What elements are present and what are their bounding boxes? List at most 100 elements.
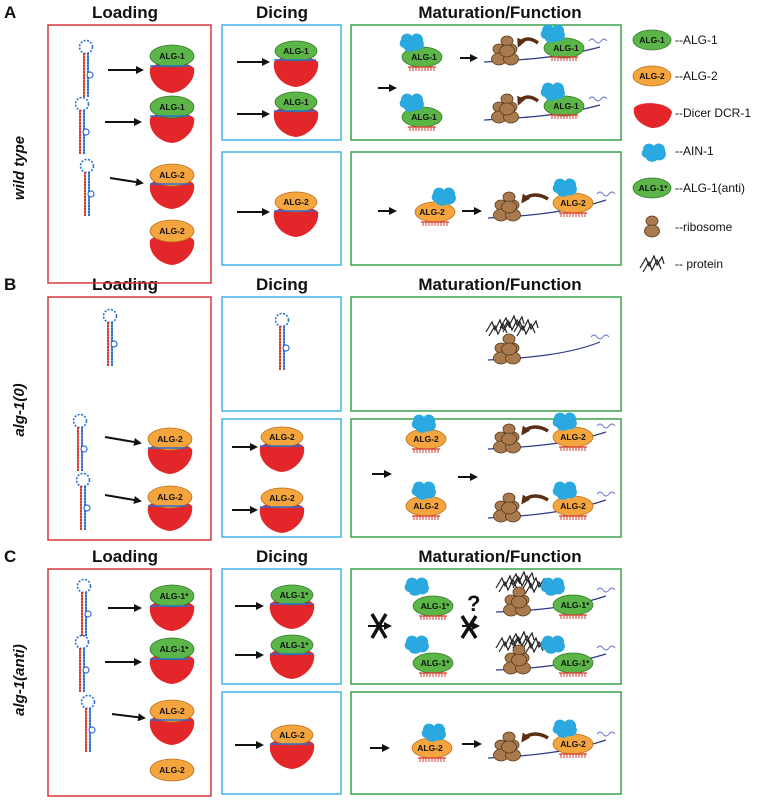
protein-label-alg1-anti: ALG-1* (160, 591, 190, 601)
legend-label-ribosome: --ribosome (675, 220, 733, 234)
protein-label-alg2: ALG-2 (269, 493, 295, 503)
loading-box-a (47, 24, 212, 284)
protein-label-alg1-anti: ALG-1* (280, 590, 310, 600)
legend-symbol-alg1: ALG-1 (639, 35, 665, 45)
protein-label-alg1: ALG-1 (283, 46, 309, 56)
dicing-box-c-top (221, 568, 342, 685)
alg2-dicer-complex: ALG-2 (273, 191, 319, 237)
alg2-dicer-complex: ALG-2 (269, 724, 315, 769)
maturation-box-a-bottom (350, 151, 622, 266)
genotype-label-c: alg-1(anti) (11, 644, 28, 716)
protein-label-alg1-anti: ALG-1* (421, 601, 451, 611)
alg2-dicer-complex-free: ALG-2 (149, 219, 195, 265)
alg1-anti-dicer-complex: ALG-1* (269, 584, 315, 629)
legend-item-dicer: --Dicer DCR-1 (633, 103, 751, 128)
arrow (104, 436, 142, 446)
legend-label-protein: -- protein (675, 257, 723, 271)
hairpin-precursor (78, 39, 94, 98)
panel-letter-c: C (4, 547, 16, 566)
protein-label-alg2: ALG-2 (159, 765, 185, 775)
legend-label-alg1-anti: --ALG-1(anti) (675, 181, 745, 195)
panel-labels: A B C wild type alg-1(0) alg-1(anti) (4, 3, 28, 716)
risc-complex-alg2: ALG-2 (405, 414, 447, 454)
legend-item-alg2: ALG-2 --ALG-2 (632, 65, 718, 87)
dicing-box-b-bottom (221, 418, 342, 538)
legend-symbol-alg1-anti: ALG-1* (639, 183, 669, 193)
hairpin-precursor (72, 413, 88, 472)
risc-complex-alg1-anti: ALG-1* (404, 577, 454, 621)
alg2-dicer-complex: ALG-2 (149, 163, 195, 209)
protein-label-alg2: ALG-2 (413, 434, 439, 444)
mrna-translation-unregulated: ALG-1* (495, 571, 616, 620)
protein-label-alg2: ALG-2 (413, 501, 439, 511)
header-dicing-a: Dicing (256, 3, 308, 22)
mrna-translation-unregulated: ALG-1* (495, 631, 616, 678)
protein-label-alg1-anti: ALG-1* (160, 644, 190, 654)
alg2-dicer-complex: ALG-2 (147, 427, 193, 474)
protein-label-alg1: ALG-1 (553, 101, 579, 111)
protein-label-alg1: ALG-1 (283, 97, 309, 107)
arrow (111, 713, 146, 722)
protein-label-alg2: ALG-2 (560, 432, 586, 442)
protein-label-alg2: ALG-2 (279, 730, 305, 740)
maturation-box-b-top (350, 296, 622, 412)
dicing-box-a-top (221, 24, 342, 141)
protein-label-alg2: ALG-2 (157, 492, 183, 502)
mrna-translation: ALG-2 (487, 481, 616, 523)
risc-complex-alg1-anti: ALG-1* (404, 635, 454, 678)
mrna-translation: ALG-2 (487, 719, 616, 762)
protein-label-alg1-anti: ALG-1* (561, 658, 591, 668)
alg1-anti-dicer-complex: ALG-1* (149, 637, 195, 684)
risc-complex-alg1: ALG-1 (399, 33, 443, 72)
hairpin-precursor (79, 158, 95, 217)
protein-label-alg1: ALG-1 (159, 51, 185, 61)
protein-label-alg2: ALG-2 (159, 170, 185, 180)
header-dicing-c: Dicing (256, 547, 308, 566)
legend: ALG-1 --ALG-1 ALG-2 --ALG-2 --Dicer DCR-… (632, 29, 751, 273)
legend-item-protein: -- protein (639, 255, 723, 273)
hairpin-precursor (76, 578, 92, 637)
genotype-label-a: wild type (11, 136, 28, 200)
protein-label-alg2: ALG-2 (560, 739, 586, 749)
question-mark: ? (467, 591, 480, 616)
mrna-translation: ALG-1 (483, 24, 608, 66)
legend-label-ain1: --AIN-1 (675, 144, 714, 158)
panel-letter-b: B (4, 275, 16, 294)
maturation-box-a-top (350, 24, 622, 141)
alg2-free: ALG-2 (149, 758, 195, 782)
legend-label-dicer: --Dicer DCR-1 (675, 106, 751, 120)
risc-complex-alg2: ALG-2 (414, 187, 456, 227)
panel-letter-a: A (4, 3, 16, 22)
protein-label-alg2: ALG-2 (560, 198, 586, 208)
hairpin-precursor (75, 472, 91, 531)
column-headers: Loading Dicing Maturation/Function Loadi… (92, 3, 582, 566)
risc-complex-alg1: ALG-1 (399, 93, 443, 132)
header-loading-c: Loading (92, 547, 158, 566)
hairpin-precursor (74, 96, 90, 155)
protein-label-alg2: ALG-2 (159, 706, 185, 716)
alg1-anti-dicer-complex: ALG-1* (269, 634, 315, 679)
dicing-box-b-top (221, 296, 342, 412)
header-loading-a: Loading (92, 3, 158, 22)
hairpin-precursor (274, 312, 290, 371)
protein-label-alg1: ALG-1 (411, 52, 437, 62)
legend-item-ribosome: --ribosome (644, 215, 733, 238)
mrna-translation: ALG-2 (487, 178, 616, 222)
genotype-label-b: alg-1(0) (11, 383, 28, 436)
protein-label-alg2: ALG-2 (560, 501, 586, 511)
loading-box-b (47, 296, 212, 541)
hairpin-precursor (102, 308, 118, 367)
protein-label-alg1: ALG-1 (159, 102, 185, 112)
header-dicing-b: Dicing (256, 275, 308, 294)
alg1-dicer-complex: ALG-1 (149, 44, 195, 93)
maturation-box-b-bottom (350, 418, 622, 538)
legend-label-alg2: --ALG-2 (675, 69, 718, 83)
protein-label-alg2: ALG-2 (269, 432, 295, 442)
protein-label-alg1: ALG-1 (553, 43, 579, 53)
arrow (109, 177, 144, 187)
alg2-dicer-complex: ALG-2 (147, 485, 193, 531)
blocked-arrow (460, 615, 480, 639)
alg2-dicer-complex: ALG-2 (259, 426, 305, 472)
mrna-translation: ALG-2 (487, 412, 616, 454)
